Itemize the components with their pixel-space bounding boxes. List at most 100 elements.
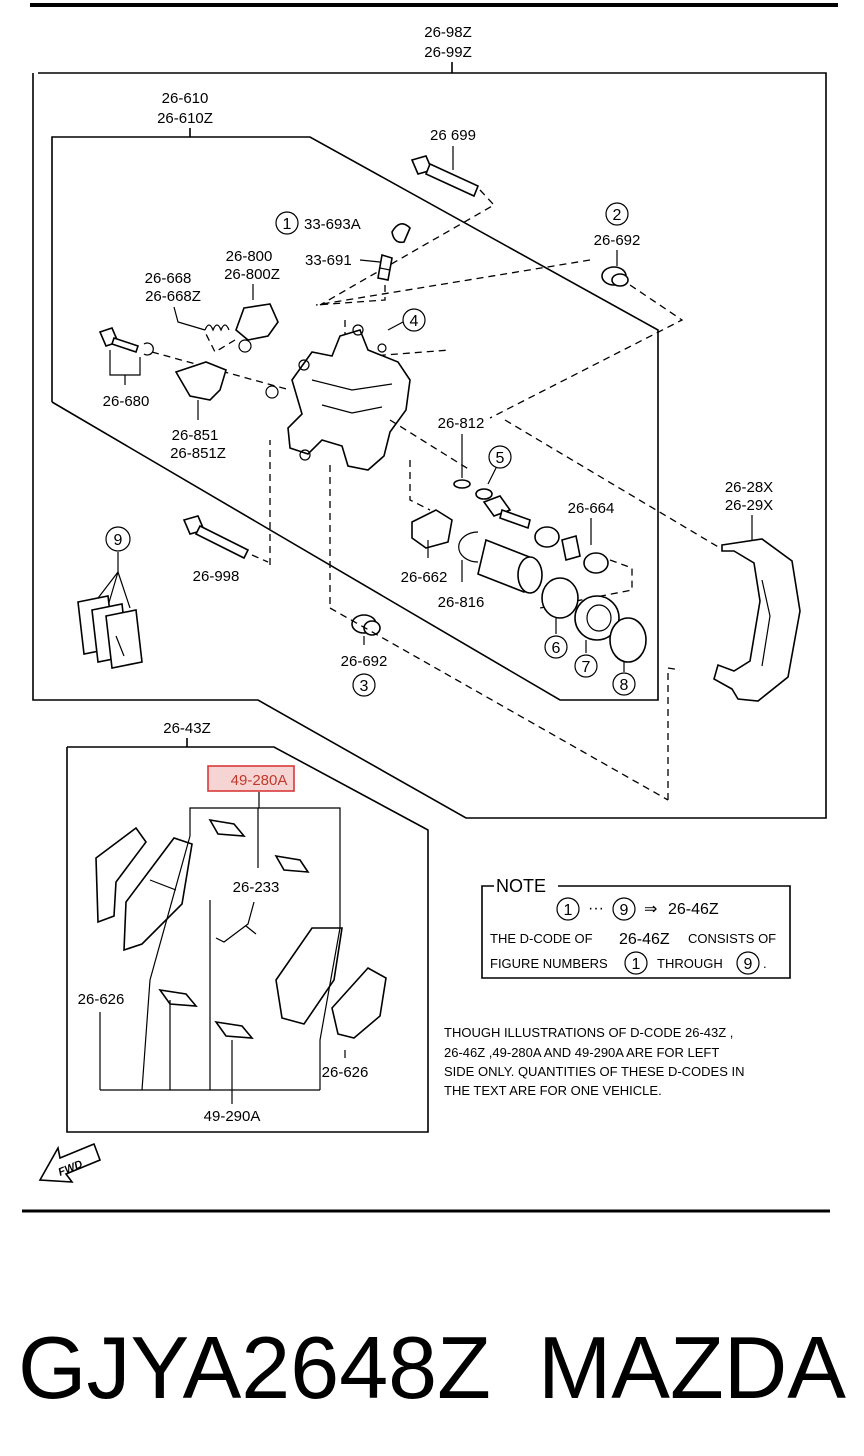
label-boot-clip: 26-662 bbox=[401, 569, 448, 586]
label-seal-kit: 26-664 bbox=[568, 500, 615, 517]
piston-part bbox=[477, 538, 543, 594]
label-boot-top: 26-692 bbox=[594, 232, 641, 249]
circle-3-text: 3 bbox=[360, 678, 369, 695]
note-range-end-circle bbox=[612, 897, 636, 921]
bracket-small-part bbox=[174, 361, 227, 401]
circle-4-text: 4 bbox=[410, 313, 419, 330]
bolt-top-part bbox=[410, 155, 480, 198]
pad-left-part bbox=[95, 826, 193, 952]
seal-kit-part bbox=[534, 526, 609, 574]
spring-part bbox=[204, 324, 230, 332]
circle-1 bbox=[275, 211, 299, 235]
circle-5 bbox=[488, 445, 512, 469]
label-snap-ring: 26-816 bbox=[438, 594, 485, 611]
mount-bracket-part bbox=[713, 538, 801, 702]
ring-8-part bbox=[609, 617, 647, 663]
circle-8 bbox=[612, 672, 636, 696]
boot-top-part bbox=[601, 266, 629, 287]
circle-8-text: 8 bbox=[620, 677, 629, 694]
label-bracket-small-2: 26-851Z bbox=[170, 445, 226, 462]
caliper-frame bbox=[51, 128, 659, 701]
cap-part bbox=[391, 223, 411, 244]
label-caliper-2: 26-610Z bbox=[157, 110, 213, 127]
note-line3-n2-circle bbox=[736, 951, 760, 975]
circle-7-text: 7 bbox=[582, 659, 591, 676]
boot-clip-part bbox=[411, 509, 453, 549]
label-bracket-small-1: 26-851 bbox=[172, 427, 219, 444]
snap-ring-part bbox=[458, 531, 479, 563]
label-top-assembly-2: 26-99Z bbox=[424, 44, 472, 61]
label-pad-set: 26-43Z bbox=[163, 720, 211, 737]
pad-right-part bbox=[275, 927, 387, 1039]
outer-frame bbox=[32, 62, 827, 819]
circle-9-text: 9 bbox=[114, 532, 123, 549]
label-pad-spring: 26-233 bbox=[233, 879, 280, 896]
label-highlight: 49-280A bbox=[231, 772, 288, 789]
ring-6-part bbox=[541, 577, 579, 619]
fwd-text: FWD bbox=[57, 1158, 85, 1179]
circle-3 bbox=[352, 673, 376, 697]
note-line3-a: FIGURE NUMBERS bbox=[490, 956, 608, 971]
pad-set-frame bbox=[66, 746, 429, 1133]
disclaimer-line-3: SIDE ONLY. QUANTITIES OF THESE D-CODES I… bbox=[444, 1064, 745, 1079]
label-mount-1: 26-28X bbox=[725, 479, 773, 496]
spring-clip-part bbox=[235, 303, 279, 341]
brand-name: MAZDA bbox=[538, 1318, 846, 1417]
circle-5-text: 5 bbox=[496, 450, 505, 467]
circle-2 bbox=[605, 202, 629, 226]
bolt-left-part bbox=[98, 327, 154, 356]
highlight-box bbox=[207, 765, 295, 792]
note-line3-n1: 1 bbox=[632, 956, 641, 973]
label-spring-2: 26-668Z bbox=[145, 288, 201, 305]
bleeder-part bbox=[377, 253, 393, 281]
label-bolt-left: 26-680 bbox=[103, 393, 150, 410]
label-shim-bottom: 49-290A bbox=[204, 1108, 261, 1125]
label-cap: 33-693A bbox=[304, 216, 361, 233]
piston-rod-part bbox=[482, 495, 531, 530]
note-line2-code: 26-46Z bbox=[619, 931, 670, 948]
label-spring-1: 26-668 bbox=[145, 270, 192, 287]
circle-1-text: 1 bbox=[283, 216, 292, 233]
note-line2-a: THE D-CODE OF bbox=[490, 931, 593, 946]
note-arrow: ⇒ bbox=[644, 901, 657, 918]
note-line3-end: . bbox=[763, 956, 767, 971]
note-line3-n1-circle bbox=[624, 951, 648, 975]
disclaimer-line-2: 26-46Z ,49-280A AND 49-290A ARE FOR LEFT bbox=[444, 1045, 719, 1060]
note-title: NOTE bbox=[496, 876, 546, 896]
caliper-body bbox=[265, 324, 411, 471]
note-range-start: 1 bbox=[564, 902, 573, 919]
circle-4 bbox=[402, 308, 426, 332]
ring-7-part bbox=[574, 595, 620, 641]
note-line2-b: CONSISTS OF bbox=[688, 931, 776, 946]
note-box: NOTE 1 ··· 9 ⇒ 26-46Z THE D-CODE OF 26-4… bbox=[481, 876, 791, 979]
label-spring-clip-1: 26-800 bbox=[226, 248, 273, 265]
label-shim-right: 26-626 bbox=[322, 1064, 369, 1081]
note-line3-b: THROUGH bbox=[657, 956, 723, 971]
circle-9 bbox=[105, 526, 131, 552]
label-boot-bottom: 26-692 bbox=[341, 653, 388, 670]
label-spring-clip-2: 26-800Z bbox=[224, 266, 280, 283]
circle-2-text: 2 bbox=[613, 207, 622, 224]
boot-bottom-part bbox=[351, 614, 381, 636]
note-line3-n2: 9 bbox=[744, 956, 753, 973]
note-result: 26-46Z bbox=[668, 901, 719, 918]
label-pin: 26-812 bbox=[438, 415, 485, 432]
circle-7 bbox=[574, 654, 598, 678]
ring-5-part bbox=[475, 488, 493, 500]
circle-6-text: 6 bbox=[552, 640, 561, 657]
circle-6 bbox=[544, 635, 568, 659]
label-bleeder: 33-691 bbox=[305, 252, 352, 269]
label-top-assembly-1: 26-98Z bbox=[424, 24, 472, 41]
label-caliper-1: 26-610 bbox=[162, 90, 209, 107]
label-guide-bolt: 26-998 bbox=[193, 568, 240, 585]
label-mount-2: 26-29X bbox=[725, 497, 773, 514]
disclaimer-line-4: THE TEXT ARE FOR ONE VEHICLE. bbox=[444, 1083, 662, 1098]
note-range-dots: ··· bbox=[588, 900, 604, 917]
note-range-end: 9 bbox=[620, 902, 629, 919]
note-range-start-circle bbox=[556, 897, 580, 921]
pad-spring-part bbox=[215, 901, 257, 943]
label-shim-left: 26-626 bbox=[78, 991, 125, 1008]
part-number: GJYA2648Z bbox=[18, 1318, 491, 1417]
disclaimer-line-1: THOUGH ILLUSTRATIONS OF D-CODE 26-43Z , bbox=[444, 1025, 733, 1040]
